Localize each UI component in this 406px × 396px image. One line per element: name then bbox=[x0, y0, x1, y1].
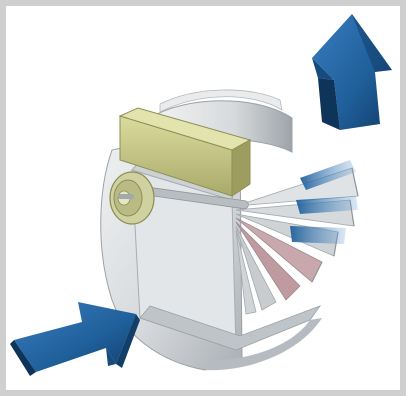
airflow-streaks bbox=[290, 160, 358, 244]
arrow-in-icon bbox=[10, 302, 140, 376]
arrow-up-icon bbox=[312, 14, 392, 130]
